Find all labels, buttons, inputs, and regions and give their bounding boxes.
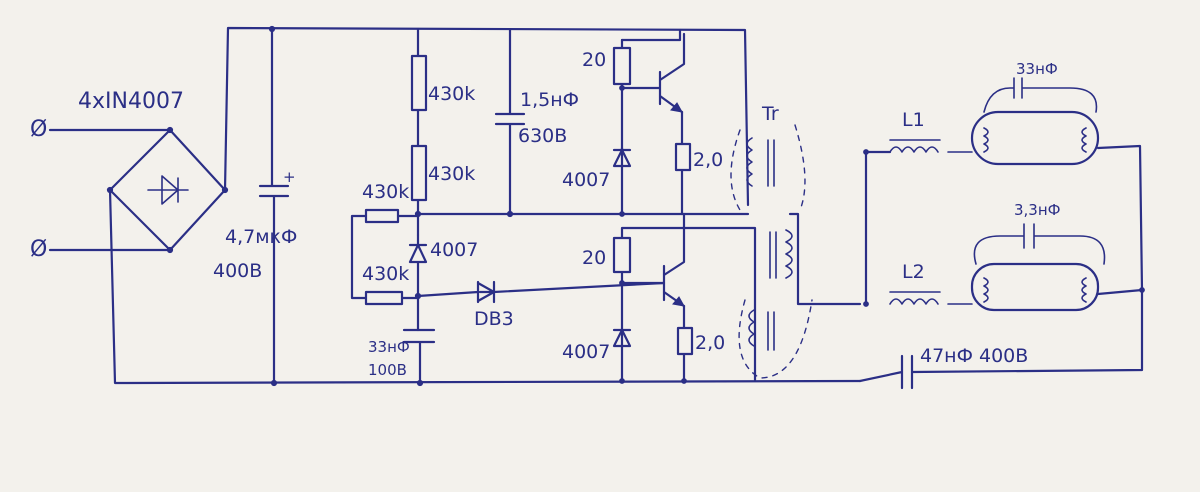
inductor-1 [889,146,973,153]
feedback-resistor-2-label: 430k [362,263,409,285]
lower-base-resistor [612,226,757,382]
startup-divider: 430k 430k 4007 33нФ 100В [368,27,750,387]
timing-capacitor-value: 33нФ [368,338,410,356]
timing-capacitor [402,328,436,385]
negative-rail [108,188,862,385]
dc-rails: + 4,7мкФ 400В [108,25,862,387]
snubber-capacitor-voltage: 630В [518,125,567,147]
timing-capacitor-voltage: 100В [368,361,407,379]
ac-terminal-2-symbol: Ø [30,237,47,262]
startup-resistor-chain [410,27,428,237]
bridge-diodes-label: 4xIN4007 [78,89,184,114]
lower-diode [612,328,632,348]
lower-diode-label: 4007 [562,341,610,363]
lamp-1-filaments [983,127,1087,153]
feedback-resistor-loop [350,208,420,306]
feedback-resistor-1-label: 430k [362,181,409,203]
positive-rail [223,26,750,207]
output-capacitor-label: 47нФ 400В [920,345,1028,367]
lamp-2-capacitor-label: 3,3нФ [1014,201,1061,219]
upper-base-resistor [612,38,632,216]
bridge-diode-symbol [147,175,189,205]
ac-terminal-1-symbol: Ø [30,117,47,142]
diac-label: DB3 [474,308,514,330]
inductor-bus [864,150,892,306]
transformer-core-2 [769,231,777,279]
lower-stage: 20 2,0 4007 [562,212,757,384]
transformer-winding-2 [748,309,755,347]
lamp-section: L1 L2 33нФ 3,3нФ 47нФ 400В [858,60,1145,390]
lamp-1-capacitor [983,77,1098,113]
lower-transistor [620,212,686,308]
transformer-winding-1 [746,137,753,187]
lamp-1-capacitor-label: 33нФ [1016,60,1058,78]
upper-diode-label: 4007 [562,169,610,191]
snubber-capacitor: 1,5нФ 630В [494,28,579,218]
lamp-2-tube [970,262,1100,312]
lower-base-resistor-label: 20 [582,247,606,269]
inductor-2 [889,298,973,305]
transformer-boundary [730,124,813,379]
upper-emitter-resistor-label: 2,0 [693,149,723,171]
snubber-capacitor-symbol [494,28,526,216]
startup-resistor-1-label: 430k [428,83,475,105]
lower-emitter-resistor [676,304,694,383]
lower-emitter-resistor-label: 2,0 [695,332,725,354]
upper-stage: 20 2,0 4007 [562,28,723,217]
inductor-2-label: L2 [902,261,925,283]
diac-symbol [416,280,666,304]
upper-transistor [620,32,686,114]
bridge-rectifier: 4xIN4007 [78,89,229,254]
feedback-resistors: 430k 430k [350,181,420,306]
output-capacitor [858,288,1144,390]
bulk-capacitor-polarity: + [283,168,296,186]
bulk-capacitor [258,26,290,385]
bulk-capacitor-voltage: 400В [213,260,262,282]
lamp-1-tube [970,110,1100,166]
midpoint-diode [408,233,428,332]
transformer-core-3 [767,311,775,351]
startup-resistor-2-label: 430k [428,163,475,185]
lamp-2-filaments [983,277,1087,303]
snubber-capacitor-value: 1,5нФ [520,89,579,111]
upper-base-resistor-label: 20 [582,49,606,71]
upper-emitter-arrow [670,102,683,113]
transformer-label: Tr [761,103,779,125]
diac: DB3 [416,280,666,330]
bulk-capacitor-value: 4,7мкФ [225,226,297,248]
upper-emitter-resistor [674,110,692,216]
lamp-return-bus [1096,144,1144,296]
transformer: Tr [730,103,862,379]
transformer-core-1 [767,139,775,187]
lower-emitter-arrow [672,296,685,307]
transformer-winding-main [785,229,793,279]
upper-collector-link [620,28,682,42]
upper-diode [612,146,632,168]
midpoint-diode-label: 4007 [430,239,478,261]
ac-input: Ø Ø [30,117,172,262]
transformer-output-wire [788,212,862,306]
lamp-2-capacitor [973,223,1106,265]
inductor-1-label: L1 [902,109,925,131]
